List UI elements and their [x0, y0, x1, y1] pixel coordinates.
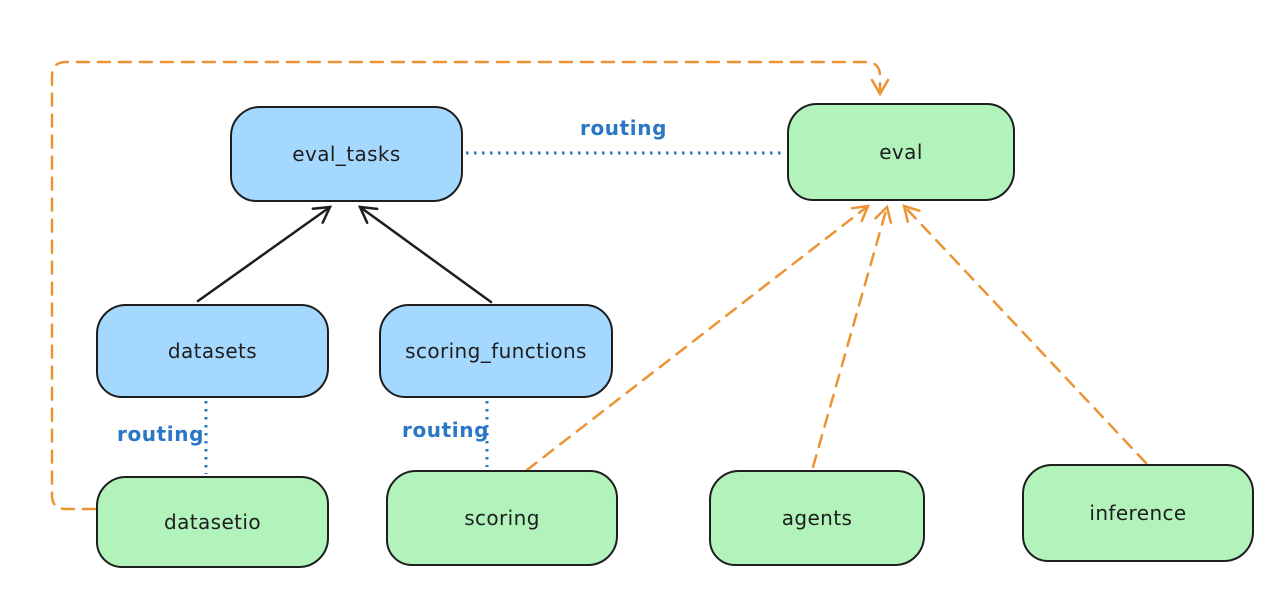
- node-agents-label: agents: [781, 506, 853, 530]
- edge-label-routing-scoring: routing: [402, 418, 490, 442]
- edge-inference-to-eval: [902, 204, 1148, 465]
- node-datasets-label: datasets: [167, 339, 258, 363]
- node-agents: agents: [709, 470, 925, 566]
- node-scoring-functions: scoring_functions: [379, 304, 613, 398]
- node-datasets: datasets: [96, 304, 329, 398]
- node-datasetio: datasetio: [96, 476, 329, 568]
- node-eval: eval: [787, 103, 1015, 201]
- edge-datasets-to-eval_tasks: [196, 205, 333, 303]
- node-datasetio-label: datasetio: [163, 510, 261, 534]
- node-inference: inference: [1022, 464, 1254, 562]
- edge-scoring_functions-to-eval_tasks: [357, 205, 493, 304]
- node-eval-tasks-label: eval_tasks: [292, 142, 401, 166]
- edge-agents-to-eval: [811, 204, 893, 469]
- node-eval-tasks: eval_tasks: [230, 106, 463, 202]
- node-scoring-functions-label: scoring_functions: [405, 339, 587, 363]
- node-scoring: scoring: [386, 470, 618, 566]
- node-inference-label: inference: [1089, 501, 1187, 525]
- edge-label-routing-datasetio: routing: [117, 422, 205, 446]
- node-eval-label: eval: [879, 140, 923, 164]
- edge-label-routing-top: routing: [580, 116, 668, 140]
- node-scoring-label: scoring: [464, 506, 540, 530]
